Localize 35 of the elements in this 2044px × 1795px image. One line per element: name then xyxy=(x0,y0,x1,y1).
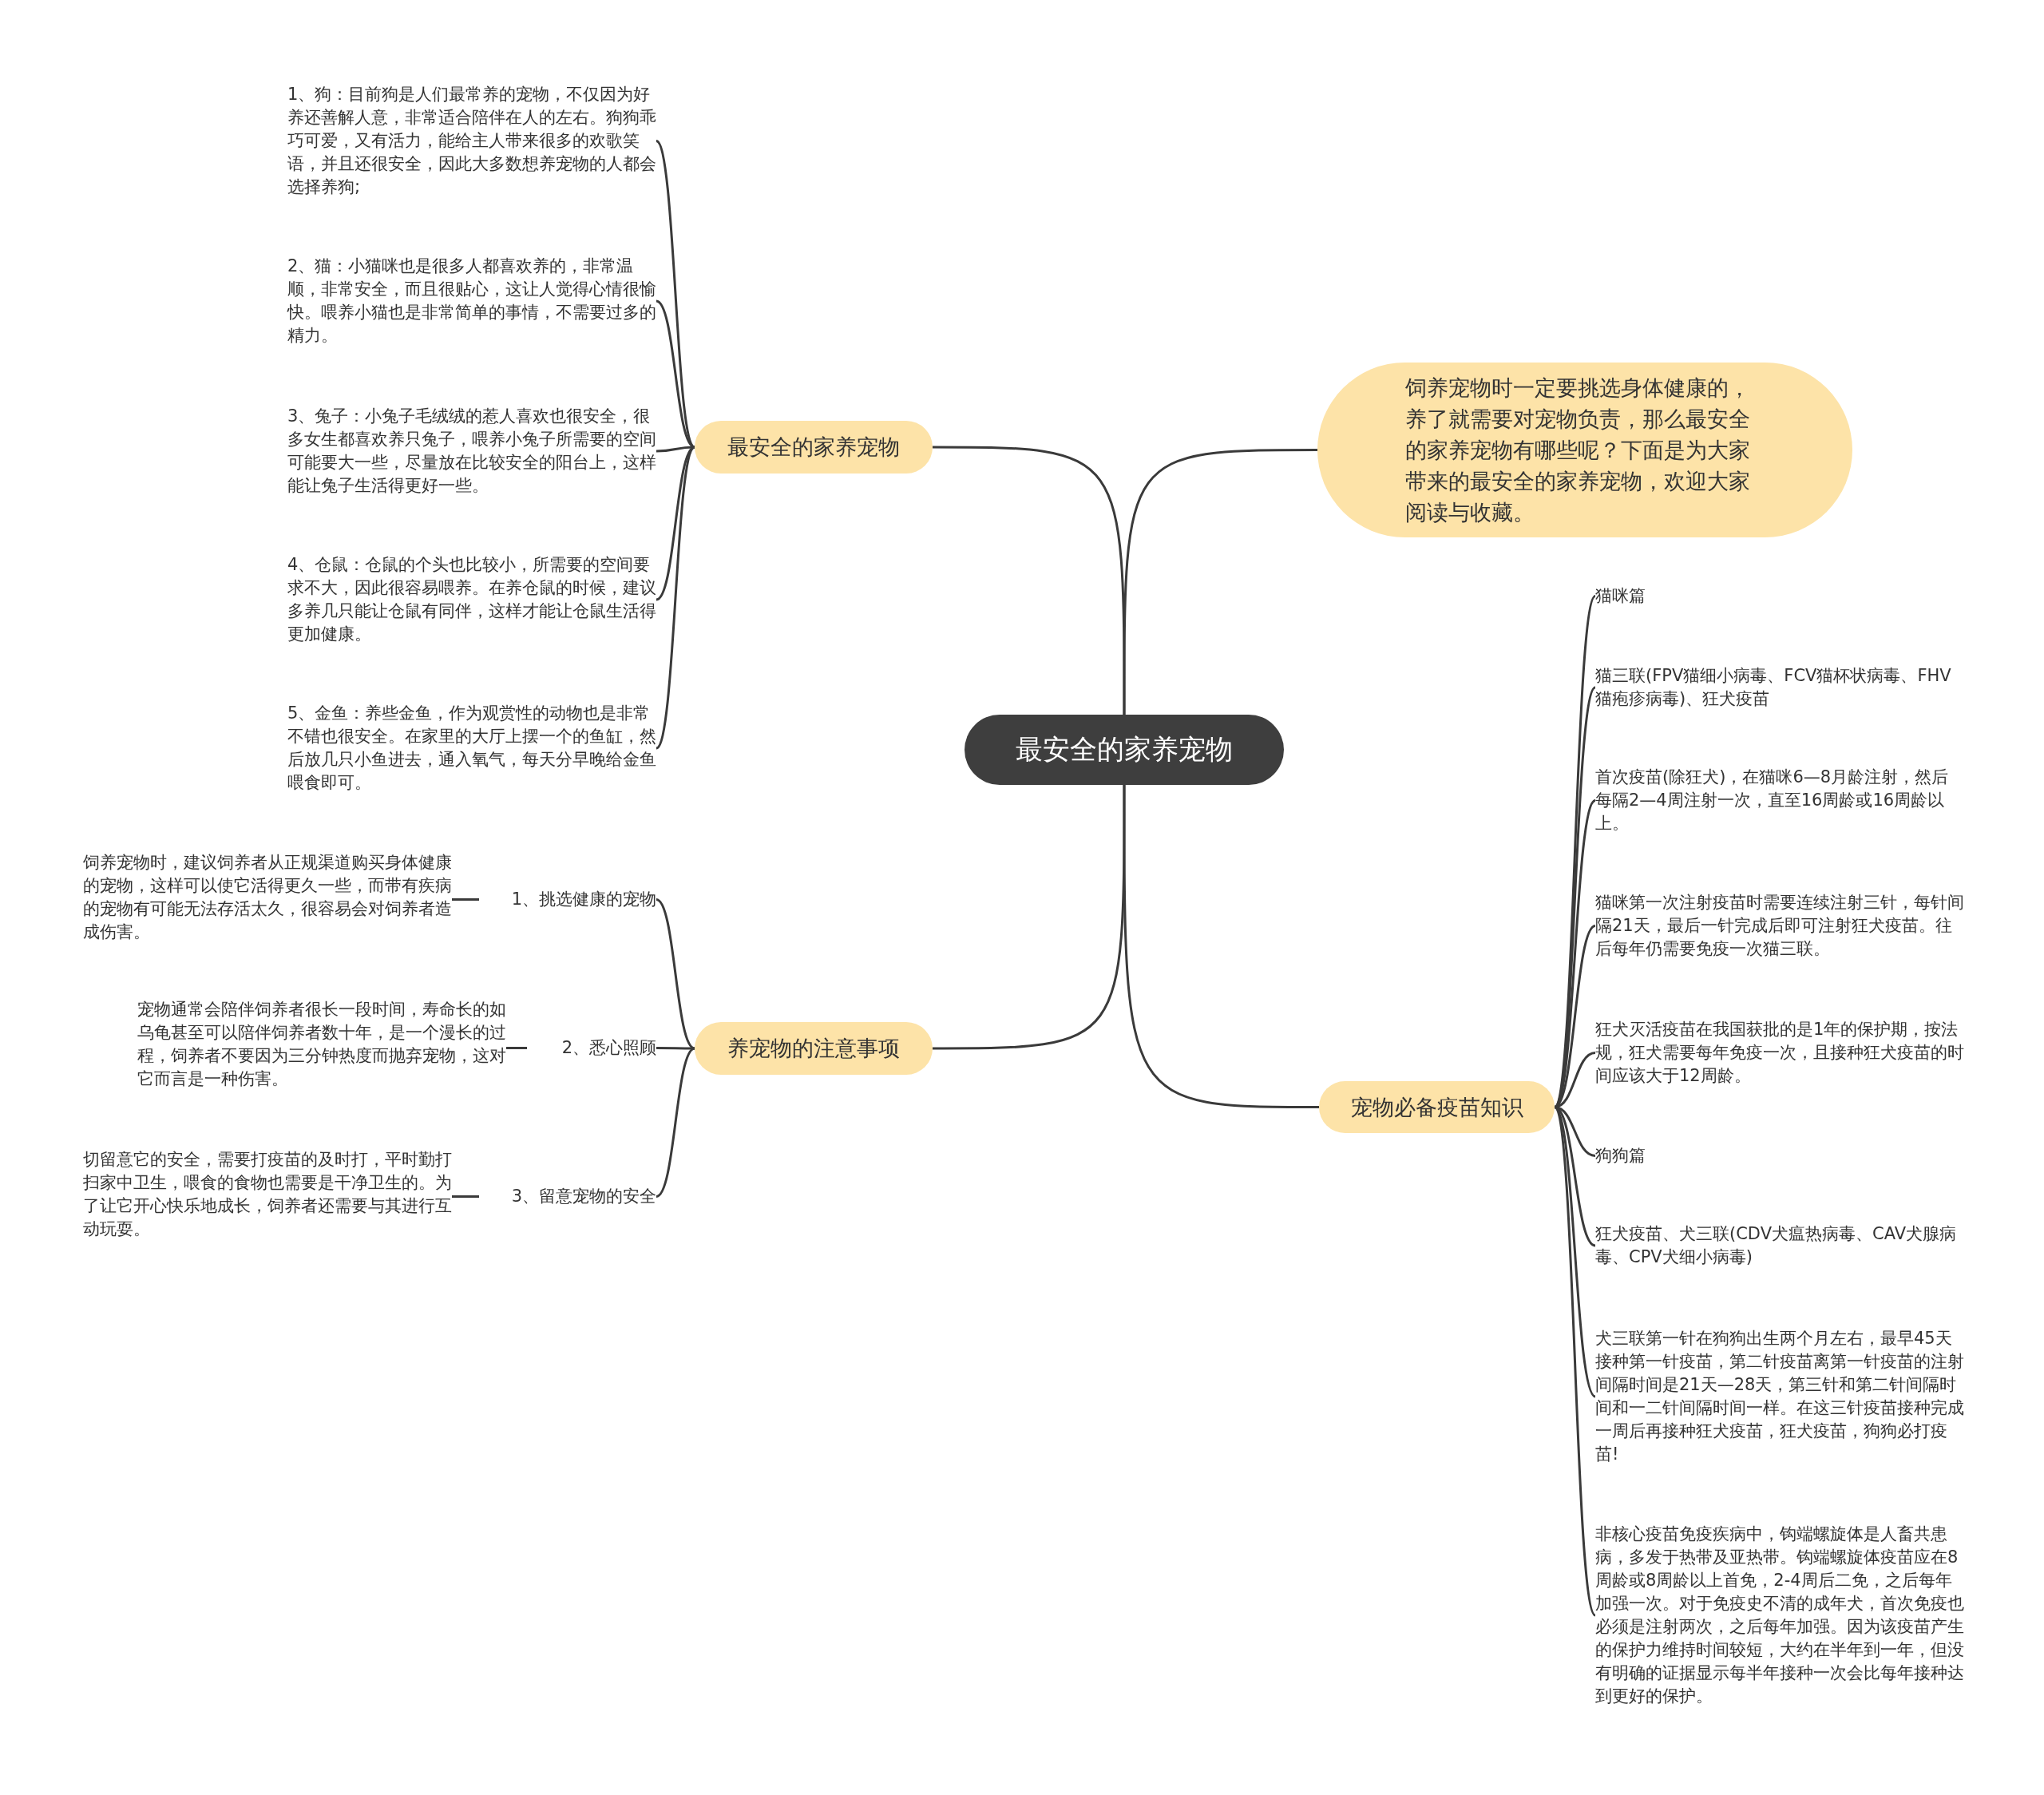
note-text: 宠物通常会陪伴饲养者很长一段时间，寿命长的如乌龟甚至可以陪伴饲养者数十年，是一个漫长的过程，饲养者不要因为三分钟热度而抛弃宠物，这对它而言是一种伤害。 xyxy=(137,998,506,1091)
subtopic-text: 2、悉心照顾 xyxy=(527,1036,656,1060)
note-text: 猫咪篇 xyxy=(1595,584,1964,608)
note-text: 猫咪第一次注射疫苗时需要连续注射三针，每针间隔21天，最后一针完成后即可注射狂犬疫苗。往后每年仍需要免疫一次猫三联。 xyxy=(1595,891,1964,961)
connector-line xyxy=(933,446,1126,715)
note-text: 首次疫苗(除狂犬)，在猫咪6—8月龄注射，然后每隔2—4周注射一次，直至16周龄或16周龄以上。 xyxy=(1595,766,1964,835)
central-topic: 最安全的家养宠物 xyxy=(965,715,1284,785)
note-text: 1、狗：目前狗是人们最常养的宠物，不仅因为好养还善解人意，非常适合陪伴在人的左右。狗狗乖巧可爱，又有活力，能给主人带来很多的欢歌笑语，并且还很安全，因此大多数想养宠物的人都会选择养狗; xyxy=(287,83,656,199)
connector-line xyxy=(452,898,479,901)
intro-bubble: 饲养宠物时一定要挑选身体健康的，养了就需要对宠物负责，那么最安全的家养宠物有哪些呢？下面是为大家带来的最安全的家养宠物，欢迎大家阅读与收藏。 xyxy=(1317,363,1852,537)
connector-line xyxy=(452,1195,479,1198)
connector-line xyxy=(1123,785,1319,1108)
connector-line xyxy=(506,1047,527,1049)
subtopic-text: 1、挑选健康的宠物 xyxy=(479,888,656,911)
note-text: 非核心疫苗免疫疾病中，钩端螺旋体是人畜共患病，多发于热带及亚热带。钩端螺旋体疫苗应在8周龄或8周龄以上首免，2-4周后二免，之后每年加强一次。对于免疫史不清的成年犬，首次免疫也必须是注射两次，之后每年加强。因为该疫苗产生的保护力维持时间较短，大约在半年到一年，但没有明确的证据显示每半年接种一次会比每年接种达到更好的保护。 xyxy=(1595,1523,1964,1708)
note-text: 2、猫：小猫咪也是很多人都喜欢养的，非常温顺，非常安全，而且很贴心，这让人觉得心情很愉快。喂养小猫也是非常简单的事情，不需要过多的精力。 xyxy=(287,255,656,347)
topic-pill: 宠物必备疫苗知识 xyxy=(1319,1081,1555,1133)
note-text: 5、金鱼：养些金鱼，作为观赏性的动物也是非常不错也很安全。在家里的大厅上摆一个的鱼缸，然后放几只小鱼进去，通入氧气，每天分早晚给金鱼喂食即可。 xyxy=(287,702,656,794)
connector-line xyxy=(933,785,1126,1050)
topic-pill: 养宠物的注意事项 xyxy=(695,1022,933,1075)
note-text: 狗狗篇 xyxy=(1595,1144,1964,1167)
note-text: 猫三联(FPV猫细小病毒、FCV猫杯状病毒、FHV猫疱疹病毒)、狂犬疫苗 xyxy=(1595,664,1964,711)
subtopic-text: 3、留意宠物的安全 xyxy=(479,1185,656,1208)
topic-pill: 最安全的家养宠物 xyxy=(695,421,933,474)
note-text: 3、兔子：小兔子毛绒绒的惹人喜欢也很安全，很多女生都喜欢养只兔子，喂养小兔子所需要的空间可能要大一些，尽量放在比较安全的阳台上，这样能让兔子生活得更好一些。 xyxy=(287,405,656,497)
note-text: 饲养宠物时，建议饲养者从正规渠道购买身体健康的宠物，这样可以使它活得更久一些，而带有疾病的宠物有可能无法存活太久，很容易会对饲养者造成伤害。 xyxy=(83,851,452,944)
note-text: 狂犬疫苗、犬三联(CDV犬瘟热病毒、CAV犬腺病毒、CPV犬细小病毒) xyxy=(1595,1222,1964,1269)
note-text: 狂犬灭活疫苗在我国获批的是1年的保护期，按法规，狂犬需要每年免疫一次，且接种狂犬疫苗的时间应该大于12周龄。 xyxy=(1595,1018,1964,1088)
note-text: 切留意它的安全，需要打疫苗的及时打，平时勤打扫家中卫生，喂食的食物也需要是干净卫生的。为了让它开心快乐地成长，饲养者还需要与其进行互动玩耍。 xyxy=(83,1148,452,1241)
connector-line xyxy=(1123,449,1317,715)
note-text: 4、仓鼠：仓鼠的个头也比较小，所需要的空间要求不大，因此很容易喂养。在养仓鼠的时候，建议多养几只能让仓鼠有同伴，这样才能让仓鼠生活得更加健康。 xyxy=(287,553,656,646)
connector-line xyxy=(1553,1106,1597,1616)
connector-line xyxy=(656,1047,695,1198)
connector-line xyxy=(655,446,696,749)
note-text: 犬三联第一针在狗狗出生两个月左右，最早45天接种第一针疫苗，第二针疫苗离第一针疫苗的注射间隔时间是21天—28天，第三针和第二针间隔时间和一二针间隔时间一样。在这三针疫苗接种完成一周后再接种狂犬疫苗，狂犬疫苗，狗狗必打疫苗! xyxy=(1595,1327,1964,1466)
